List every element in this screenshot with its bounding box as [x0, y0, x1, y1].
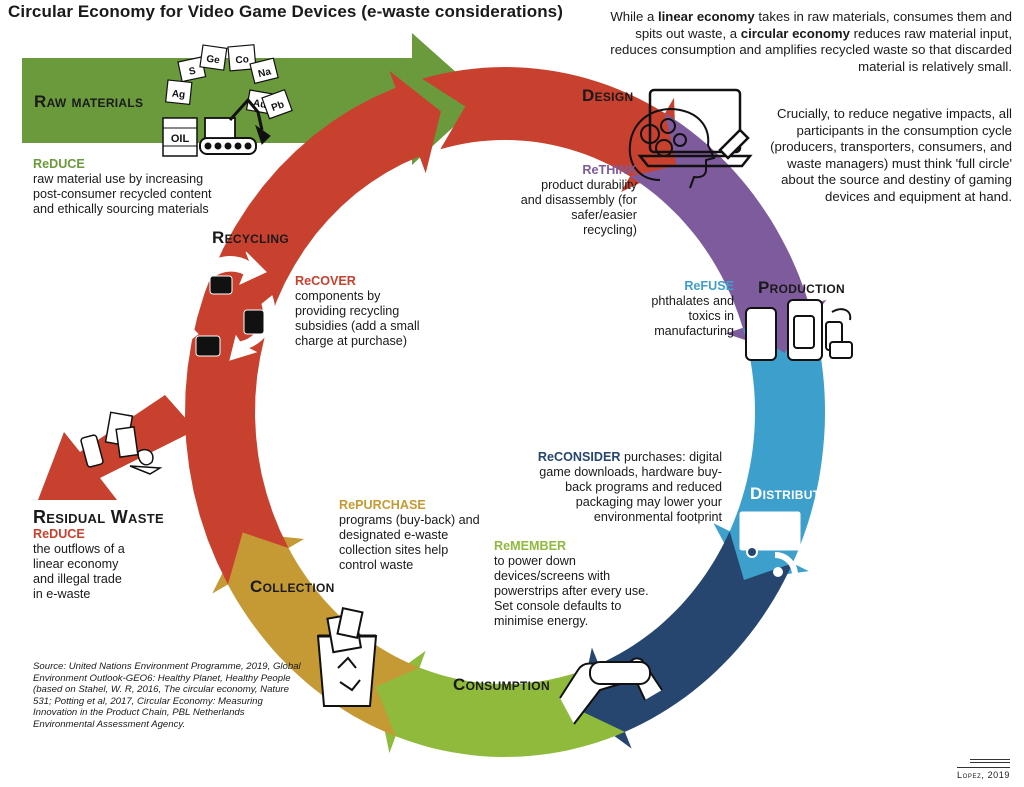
note-remember: ReMEMBER to power down devices/screens w…	[494, 539, 649, 629]
note-reduce-raw: ReDUCE raw material use by increasing po…	[33, 157, 233, 217]
note-recover: ReCOVER components by providing recyclin…	[295, 274, 425, 349]
author-credit: Lopez, 2019	[957, 767, 1010, 780]
keyword-repurchase: RePURCHASE	[339, 498, 426, 512]
source-citation: Source: United Nations Environment Progr…	[33, 661, 301, 730]
ring-segment-distribution	[578, 531, 793, 749]
oil-barrel-icon: OIL	[162, 117, 198, 157]
svg-text:Ag: Ag	[171, 89, 185, 101]
stage-design: Design	[582, 86, 634, 105]
wifi-signal-icon	[773, 535, 815, 577]
note-reduce-waste: ReDUCE the outflows of a linear economy …	[33, 527, 133, 602]
keyword-rethink: ReTHINK	[582, 163, 637, 177]
ring-segment-design	[630, 113, 827, 354]
production-devices-icon	[745, 299, 853, 361]
page-title: Circular Economy for Video Game Devices …	[8, 2, 563, 21]
stage-production: Production	[758, 278, 846, 297]
ring-segment-recycling	[185, 70, 441, 585]
recycling-bin-icon	[316, 607, 378, 707]
note-text: product durability and disassembly (for …	[520, 178, 637, 237]
element-cards-icon: S Ge Co Ag Na Au Pb	[165, 44, 293, 120]
game-controller-hands-icon	[559, 657, 663, 725]
ring-segment-consumption	[375, 650, 625, 757]
note-refuse: ReFUSE phthalates and toxics in manufact…	[632, 279, 734, 339]
note-rethink: ReTHINK product durability and disassemb…	[517, 163, 637, 238]
svg-text:Co: Co	[235, 54, 249, 66]
intro-full-circle: Crucially, to reduce negative impacts, a…	[770, 106, 1012, 204]
excavator-icon	[199, 97, 271, 155]
note-text: to power down devices/screens with power…	[494, 554, 649, 628]
svg-text:S: S	[188, 66, 197, 78]
note-text: the outflows of a linear economy and ill…	[33, 542, 125, 601]
svg-text:Na: Na	[257, 66, 272, 80]
svg-text:Pb: Pb	[270, 99, 286, 114]
discarded-devices-icon	[80, 411, 163, 475]
keyword-reconsider: ReCONSIDER	[537, 450, 621, 464]
note-text: raw material use by increasing post-cons…	[33, 172, 212, 216]
credit-rule	[970, 759, 1010, 763]
ring-segment-red-top	[422, 67, 677, 192]
stage-collection: Collection	[250, 577, 335, 596]
note-text: purchases: digital game downloads, hardw…	[539, 450, 722, 524]
intro-linear-vs-circular: While a linear economy takes in raw mate…	[610, 9, 1012, 74]
stage-consumption: Consumption	[453, 675, 550, 694]
keyword-reduce: ReDUCE	[33, 157, 85, 171]
keyword-reduce-waste: ReDUCE	[33, 527, 85, 541]
stage-residual-waste: Residual Waste	[33, 507, 164, 527]
note-repurchase: RePURCHASE programs (buy-back) and desig…	[339, 498, 484, 573]
note-text: phthalates and toxics in manufacturing	[651, 294, 734, 338]
stage-raw-materials: Raw materials	[34, 92, 144, 111]
cycle-ring	[185, 67, 827, 757]
keyword-remember: ReMEMBER	[494, 539, 567, 553]
stage-recycling: Recycling	[212, 228, 289, 247]
note-text: components by providing recycling subsid…	[295, 289, 420, 348]
stage-distribution: Distribution	[750, 484, 843, 503]
svg-text:OIL: OIL	[171, 133, 190, 145]
svg-text:Ge: Ge	[206, 54, 221, 67]
note-text: programs (buy-back) and designated e-was…	[339, 513, 480, 572]
residual-waste-arrow	[38, 395, 196, 500]
keyword-recover: ReCOVER	[295, 274, 356, 288]
ring-segment-production	[713, 305, 825, 580]
laptop-icon	[637, 88, 753, 168]
keyword-refuse: ReFUSE	[684, 279, 734, 293]
note-reconsider: ReCONSIDER purchases: digital game downl…	[518, 450, 722, 525]
delivery-truck-icon	[739, 511, 801, 558]
recycling-arrows-icon	[168, 251, 276, 361]
